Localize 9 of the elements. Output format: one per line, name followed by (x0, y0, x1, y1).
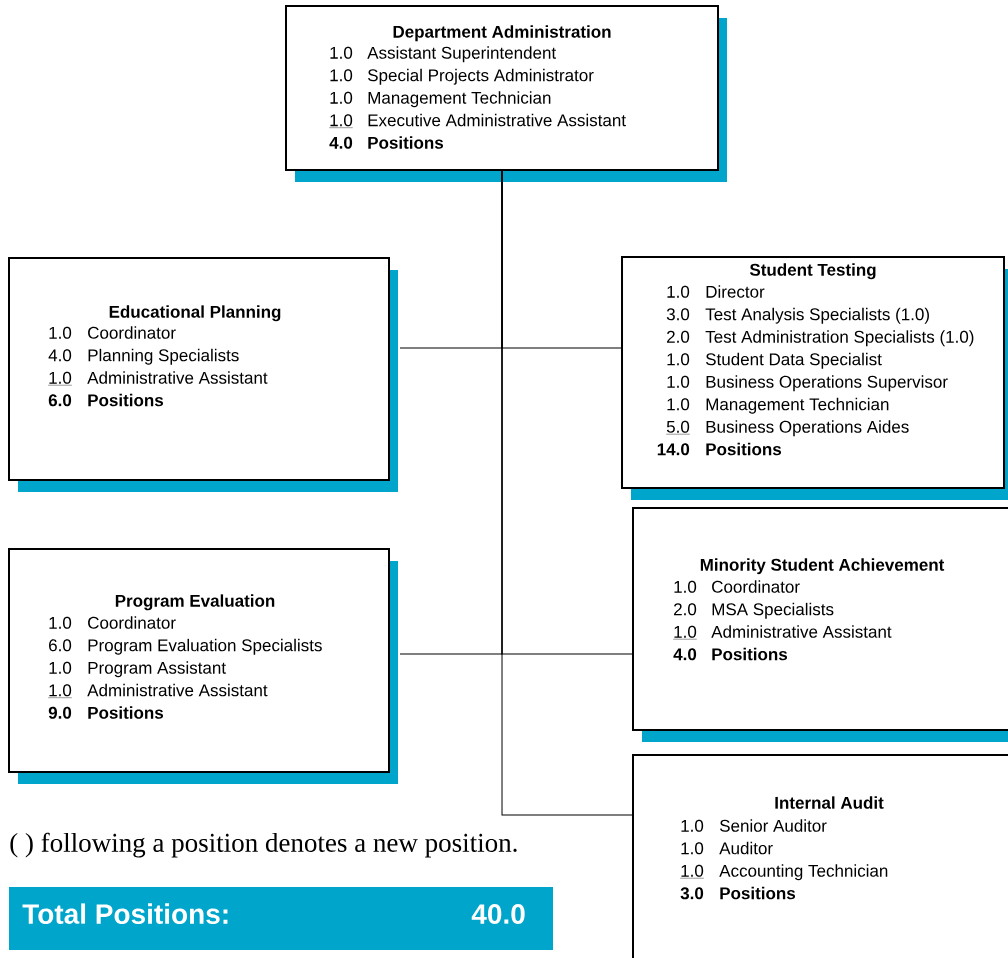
org-box: Student Testing 1.0 Director 3.0 Test Analysis Specialists (1.0) 2.0 Test Administration Specialists (1.0) 1.0 Student Data Specialist 1.0 Business Operations Supervisor 1.0 Management Technician 5.0 Business Operations Aides 14.0 Positions (621, 256, 1008, 500)
org-box: Educational Planning 1.0 Coordinator 4.0 Planning Specialists 1.0 Administrative Assistant 6.0 Positions (8, 257, 398, 492)
org-box: Internal Audit 1.0 Senior Auditor 1.0 Auditor 1.0 Accounting Technician 3.0 Positions (632, 754, 1008, 958)
total-banner: Total Positions: 40.0 (9, 887, 553, 950)
note-text: ( ) following a position denotes a new position. (10, 832, 517, 858)
org-box: Program Evaluation 1.0 Coordinator 6.0 Program Evaluation Specialists 1.0 Program Assistant 1.0 Administrative Assistant 9.0 Positions (8, 548, 398, 784)
connector-line (501, 170, 633, 816)
org-box: Minority Student Achievement 1.0 Coordinator 2.0 MSA Specialists 1.0 Administrative Assistant 4.0 Positions (632, 507, 1008, 742)
org-box: Department Administration 1.0 Assistant Superintendent 1.0 Special Projects Administrator 1.0 Management Technician 1.0 Executive Administrative Assistant 4.0 Positions (285, 5, 727, 182)
